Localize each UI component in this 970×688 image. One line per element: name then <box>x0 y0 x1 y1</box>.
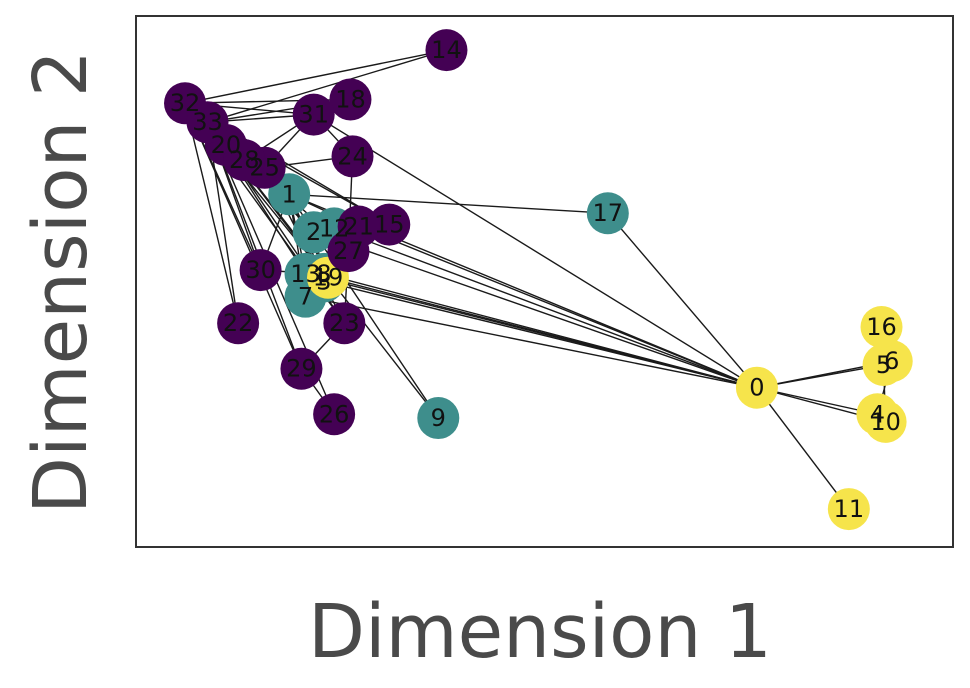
edge-0-31 <box>313 114 758 389</box>
edge-14-33 <box>207 49 447 123</box>
node-0 <box>735 366 778 409</box>
edge-22-32 <box>184 103 239 324</box>
node-label-11: 11 <box>834 495 865 523</box>
node-label-33: 33 <box>192 108 223 136</box>
node-label-10: 10 <box>870 408 901 436</box>
edge-0-21 <box>358 225 758 389</box>
node-30 <box>239 249 282 292</box>
node-26 <box>313 393 356 436</box>
node-28 <box>223 139 266 182</box>
node-label-14: 14 <box>431 36 462 64</box>
node-label-27: 27 <box>333 237 364 265</box>
node-18 <box>329 78 372 121</box>
node-29 <box>280 347 323 390</box>
node-label-20: 20 <box>211 131 242 159</box>
node-6 <box>870 340 913 383</box>
node-label-1: 1 <box>282 180 297 208</box>
edge-0-7 <box>305 295 758 389</box>
edge-14-32 <box>184 49 447 104</box>
node-27 <box>327 230 370 273</box>
node-label-4: 4 <box>870 400 885 428</box>
node-label-6: 6 <box>884 347 899 375</box>
node-label-16: 16 <box>866 313 897 341</box>
node-15 <box>368 203 411 246</box>
edge-0-2 <box>313 231 758 389</box>
node-31 <box>292 93 335 136</box>
node-label-13: 13 <box>290 260 321 288</box>
node-label-31: 31 <box>298 101 329 129</box>
edge-0-17 <box>607 212 758 389</box>
node-label-2: 2 <box>306 218 321 246</box>
y-axis-title: Dimension 2 <box>18 50 104 514</box>
node-14 <box>425 29 468 72</box>
node-label-32: 32 <box>170 89 201 117</box>
node-label-12: 12 <box>319 214 350 242</box>
node-1 <box>268 173 311 216</box>
node-label-21: 21 <box>343 213 374 241</box>
node-label-29: 29 <box>286 355 317 383</box>
node-label-17: 17 <box>593 199 624 227</box>
node-label-0: 0 <box>749 374 764 402</box>
node-10 <box>864 400 907 443</box>
node-label-24: 24 <box>337 142 368 170</box>
node-22 <box>217 302 260 345</box>
node-label-26: 26 <box>319 400 350 428</box>
node-label-5: 5 <box>876 351 891 379</box>
node-9 <box>417 397 460 440</box>
node-24 <box>331 135 374 178</box>
node-label-9: 9 <box>431 404 446 432</box>
node-label-25: 25 <box>249 154 280 182</box>
node-label-28: 28 <box>229 146 260 174</box>
node-16 <box>860 306 903 349</box>
node-11 <box>827 488 870 531</box>
node-label-23: 23 <box>329 309 360 337</box>
node-label-18: 18 <box>335 85 366 113</box>
node-17 <box>586 192 629 235</box>
node-label-30: 30 <box>245 256 276 284</box>
edge-0-19 <box>327 277 758 389</box>
node-label-8: 8 <box>316 260 331 288</box>
node-23 <box>323 302 366 345</box>
node-label-22: 22 <box>223 309 254 337</box>
edge-0-12 <box>333 227 758 389</box>
edge-0-11 <box>756 387 850 510</box>
x-axis-title: Dimension 1 <box>308 589 772 675</box>
node-33 <box>186 101 229 144</box>
node-label-15: 15 <box>374 211 405 239</box>
node-label-3: 3 <box>316 268 331 296</box>
node-label-7: 7 <box>298 283 313 311</box>
node-label-19: 19 <box>313 264 344 292</box>
